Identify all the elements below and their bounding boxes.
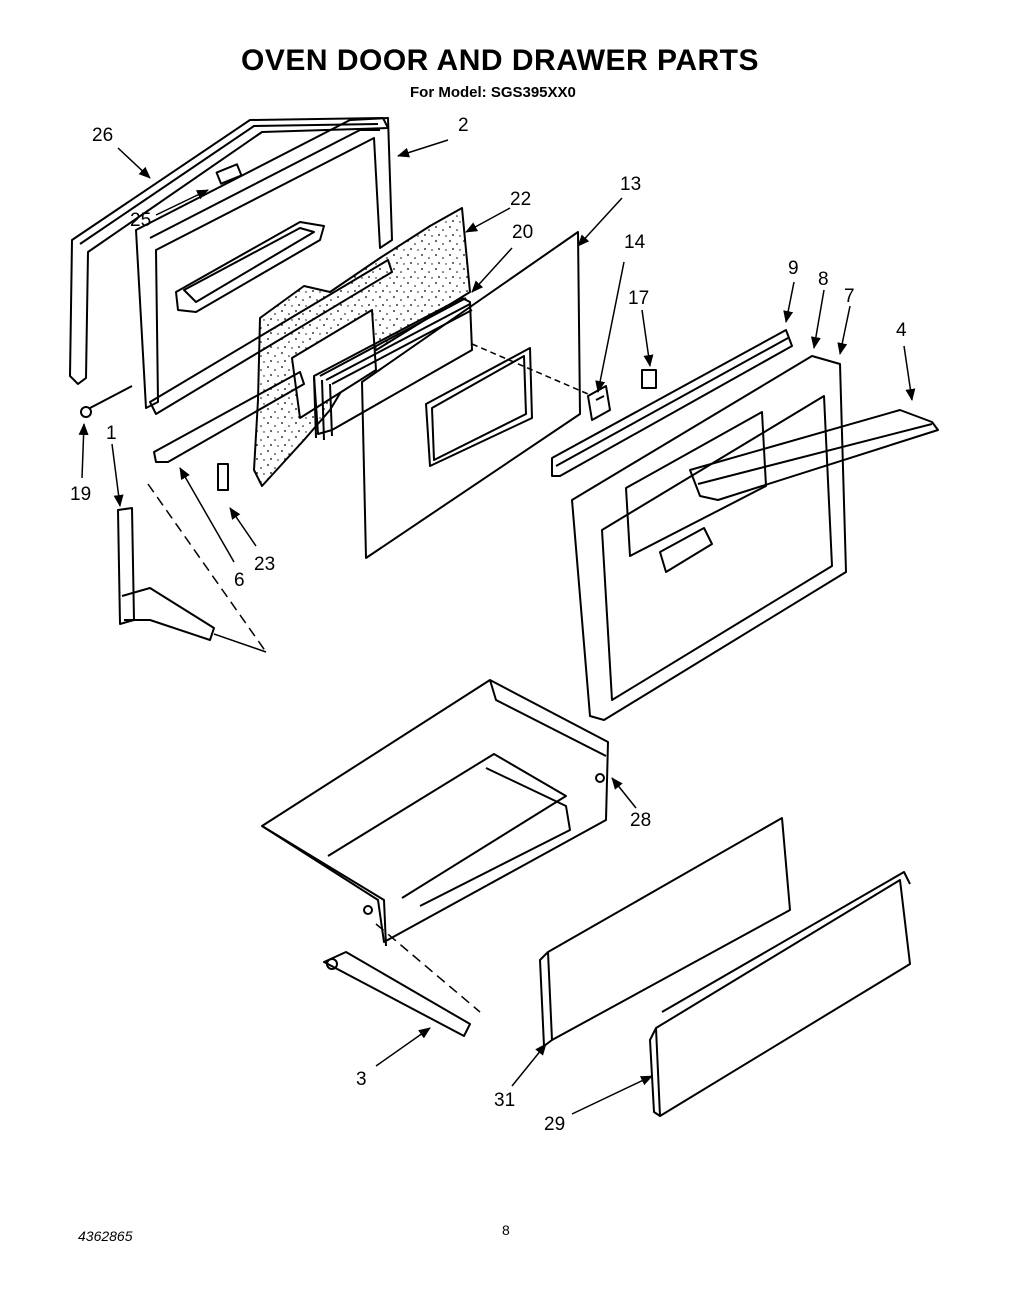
drawer-front-panel-part-29	[649, 871, 911, 1117]
callout-9: 9	[788, 258, 799, 279]
callout-2: 2	[458, 115, 469, 136]
drawer-rear-panel-part-31	[539, 817, 791, 1047]
callout-7: 7	[844, 286, 855, 307]
door-bottom-trim-part-6	[153, 371, 305, 463]
model-subtitle: For Model: SGS395XX0	[410, 84, 576, 101]
callout-3: 3	[356, 1069, 367, 1090]
callout-8: 8	[818, 269, 829, 290]
callout-20: 20	[512, 222, 533, 243]
door-handle-part-4	[689, 409, 939, 501]
door-glass-pack-part-20	[313, 297, 473, 441]
outer-door-panel-part-13	[361, 231, 589, 559]
callout-31: 31	[494, 1090, 515, 1111]
callout-22: 22	[510, 189, 531, 210]
callout-19: 19	[70, 484, 91, 505]
door-hinge-part-1	[117, 507, 215, 641]
document-number: 4362865	[78, 1228, 133, 1244]
callout-1: 1	[106, 423, 117, 444]
callout-14: 14	[624, 232, 646, 253]
door-gasket-part-26	[69, 117, 389, 385]
callout-6: 6	[234, 570, 245, 591]
callout-leader-arrows	[78, 139, 916, 1115]
callout-23: 23	[254, 554, 275, 575]
callout-17: 17	[628, 288, 649, 309]
nameplate-part-25	[215, 163, 243, 185]
storage-drawer-part-28	[261, 679, 609, 947]
drawer-slide-rail-part-3	[323, 923, 481, 1037]
insulation-part-22	[253, 207, 471, 487]
callout-13: 13	[620, 174, 641, 195]
callout-4: 4	[896, 320, 907, 341]
hinge-bracket-part-14	[587, 385, 611, 421]
bumper-part-17	[641, 369, 657, 389]
callout-26: 26	[92, 125, 113, 146]
vent-channel-part-9	[551, 329, 793, 477]
outer-door-frame-part-8	[571, 355, 847, 721]
screw-part-19	[80, 385, 133, 418]
callout-25: 25	[130, 210, 151, 231]
page-number: 8	[502, 1222, 510, 1238]
callout-28: 28	[630, 810, 651, 831]
page-title: OVEN DOOR AND DRAWER PARTS	[240, 44, 760, 77]
hinge-stop-part-23	[217, 463, 229, 491]
callout-29: 29	[544, 1114, 565, 1135]
